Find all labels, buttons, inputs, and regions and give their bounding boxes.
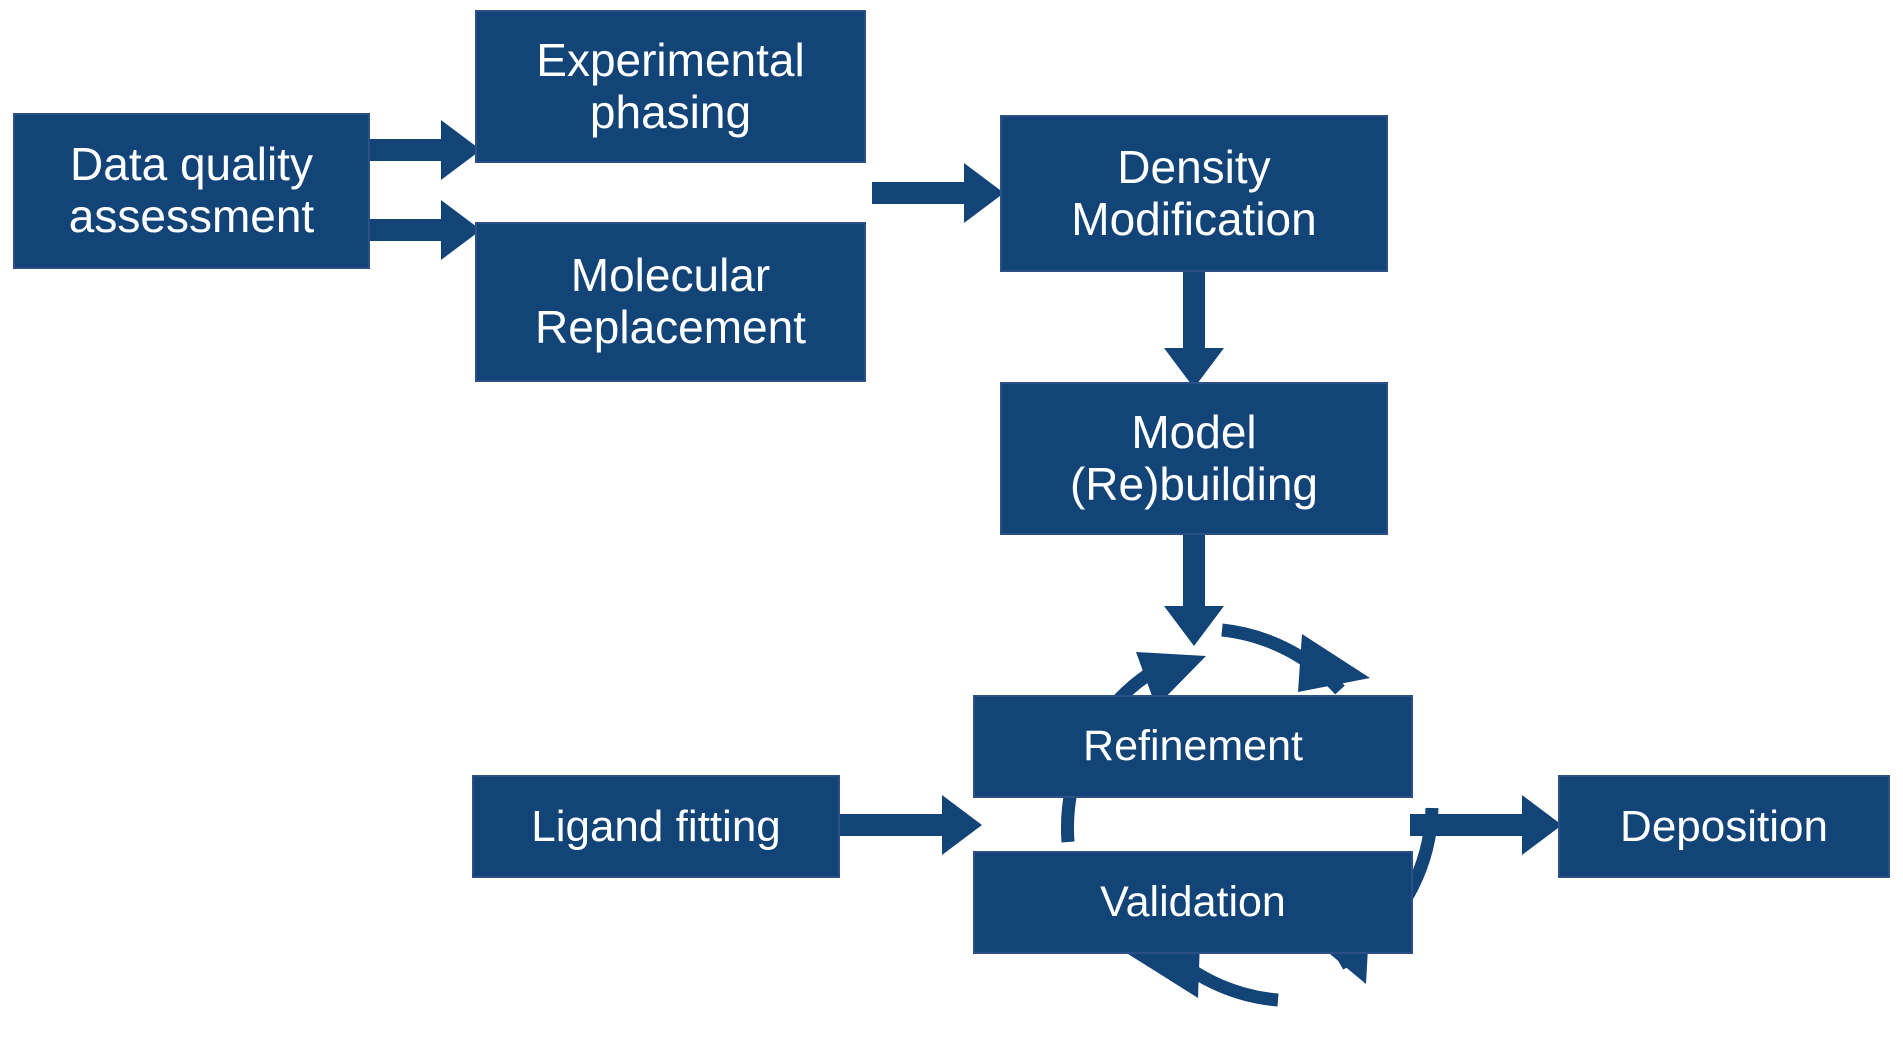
arrow-shaft <box>366 139 448 161</box>
arrow-head <box>441 120 481 180</box>
node-label: Density Modification <box>1071 140 1317 245</box>
node-label: Ligand fitting <box>531 801 781 851</box>
node-data-quality-assessment[interactable]: Data quality assessment <box>13 113 370 269</box>
arrow-shaft <box>1183 533 1205 610</box>
arrow-head <box>1522 795 1562 855</box>
arrow-shaft <box>1183 270 1205 352</box>
node-label: Deposition <box>1620 801 1828 851</box>
arrow-shaft <box>840 814 947 836</box>
node-label: Validation <box>1100 878 1286 927</box>
node-label: Refinement <box>1083 722 1303 771</box>
node-label: Molecular Replacement <box>534 249 807 353</box>
node-label: Experimental phasing <box>536 33 805 138</box>
arrow-data-quality-to-molecular-replacement <box>366 200 481 260</box>
node-density-modification[interactable]: Density Modification <box>1000 115 1388 272</box>
node-experimental-phasing[interactable]: Experimental phasing <box>475 10 866 163</box>
arrow-head <box>964 163 1004 223</box>
arrow-density-modification-to-model-rebuilding <box>1164 270 1224 388</box>
refinement-validation-cycle-arrows <box>1060 623 1439 1007</box>
node-ligand-fitting[interactable]: Ligand fitting <box>472 775 840 878</box>
arrow-head <box>1164 348 1224 388</box>
arrow-model-rebuilding-to-cycle <box>1164 533 1224 646</box>
arrow-shaft <box>1410 814 1527 836</box>
arrow-head <box>1164 606 1224 646</box>
arrow-ligand-fitting-to-cycle <box>840 795 982 855</box>
node-model-rebuilding[interactable]: Model (Re)building <box>1000 382 1388 535</box>
arrow-head <box>942 795 982 855</box>
cycle-arrowhead-top-right <box>1298 634 1370 692</box>
node-label: Data quality assessment <box>68 138 315 242</box>
node-label: Model (Re)building <box>1069 405 1318 510</box>
node-refinement[interactable]: Refinement <box>973 695 1413 798</box>
arrow-shaft <box>872 182 969 204</box>
arrow-shaft <box>366 219 448 241</box>
node-molecular-replacement[interactable]: Molecular Replacement <box>475 222 866 382</box>
arrow-phasing-to-density-modification <box>872 163 1004 223</box>
arrow-cycle-to-deposition <box>1410 795 1562 855</box>
node-validation[interactable]: Validation <box>973 851 1413 954</box>
arrow-head <box>441 200 481 260</box>
cycle-arc-top-right <box>1221 623 1345 695</box>
node-deposition[interactable]: Deposition <box>1558 775 1890 878</box>
arrow-data-quality-to-experimental-phasing <box>366 120 481 180</box>
